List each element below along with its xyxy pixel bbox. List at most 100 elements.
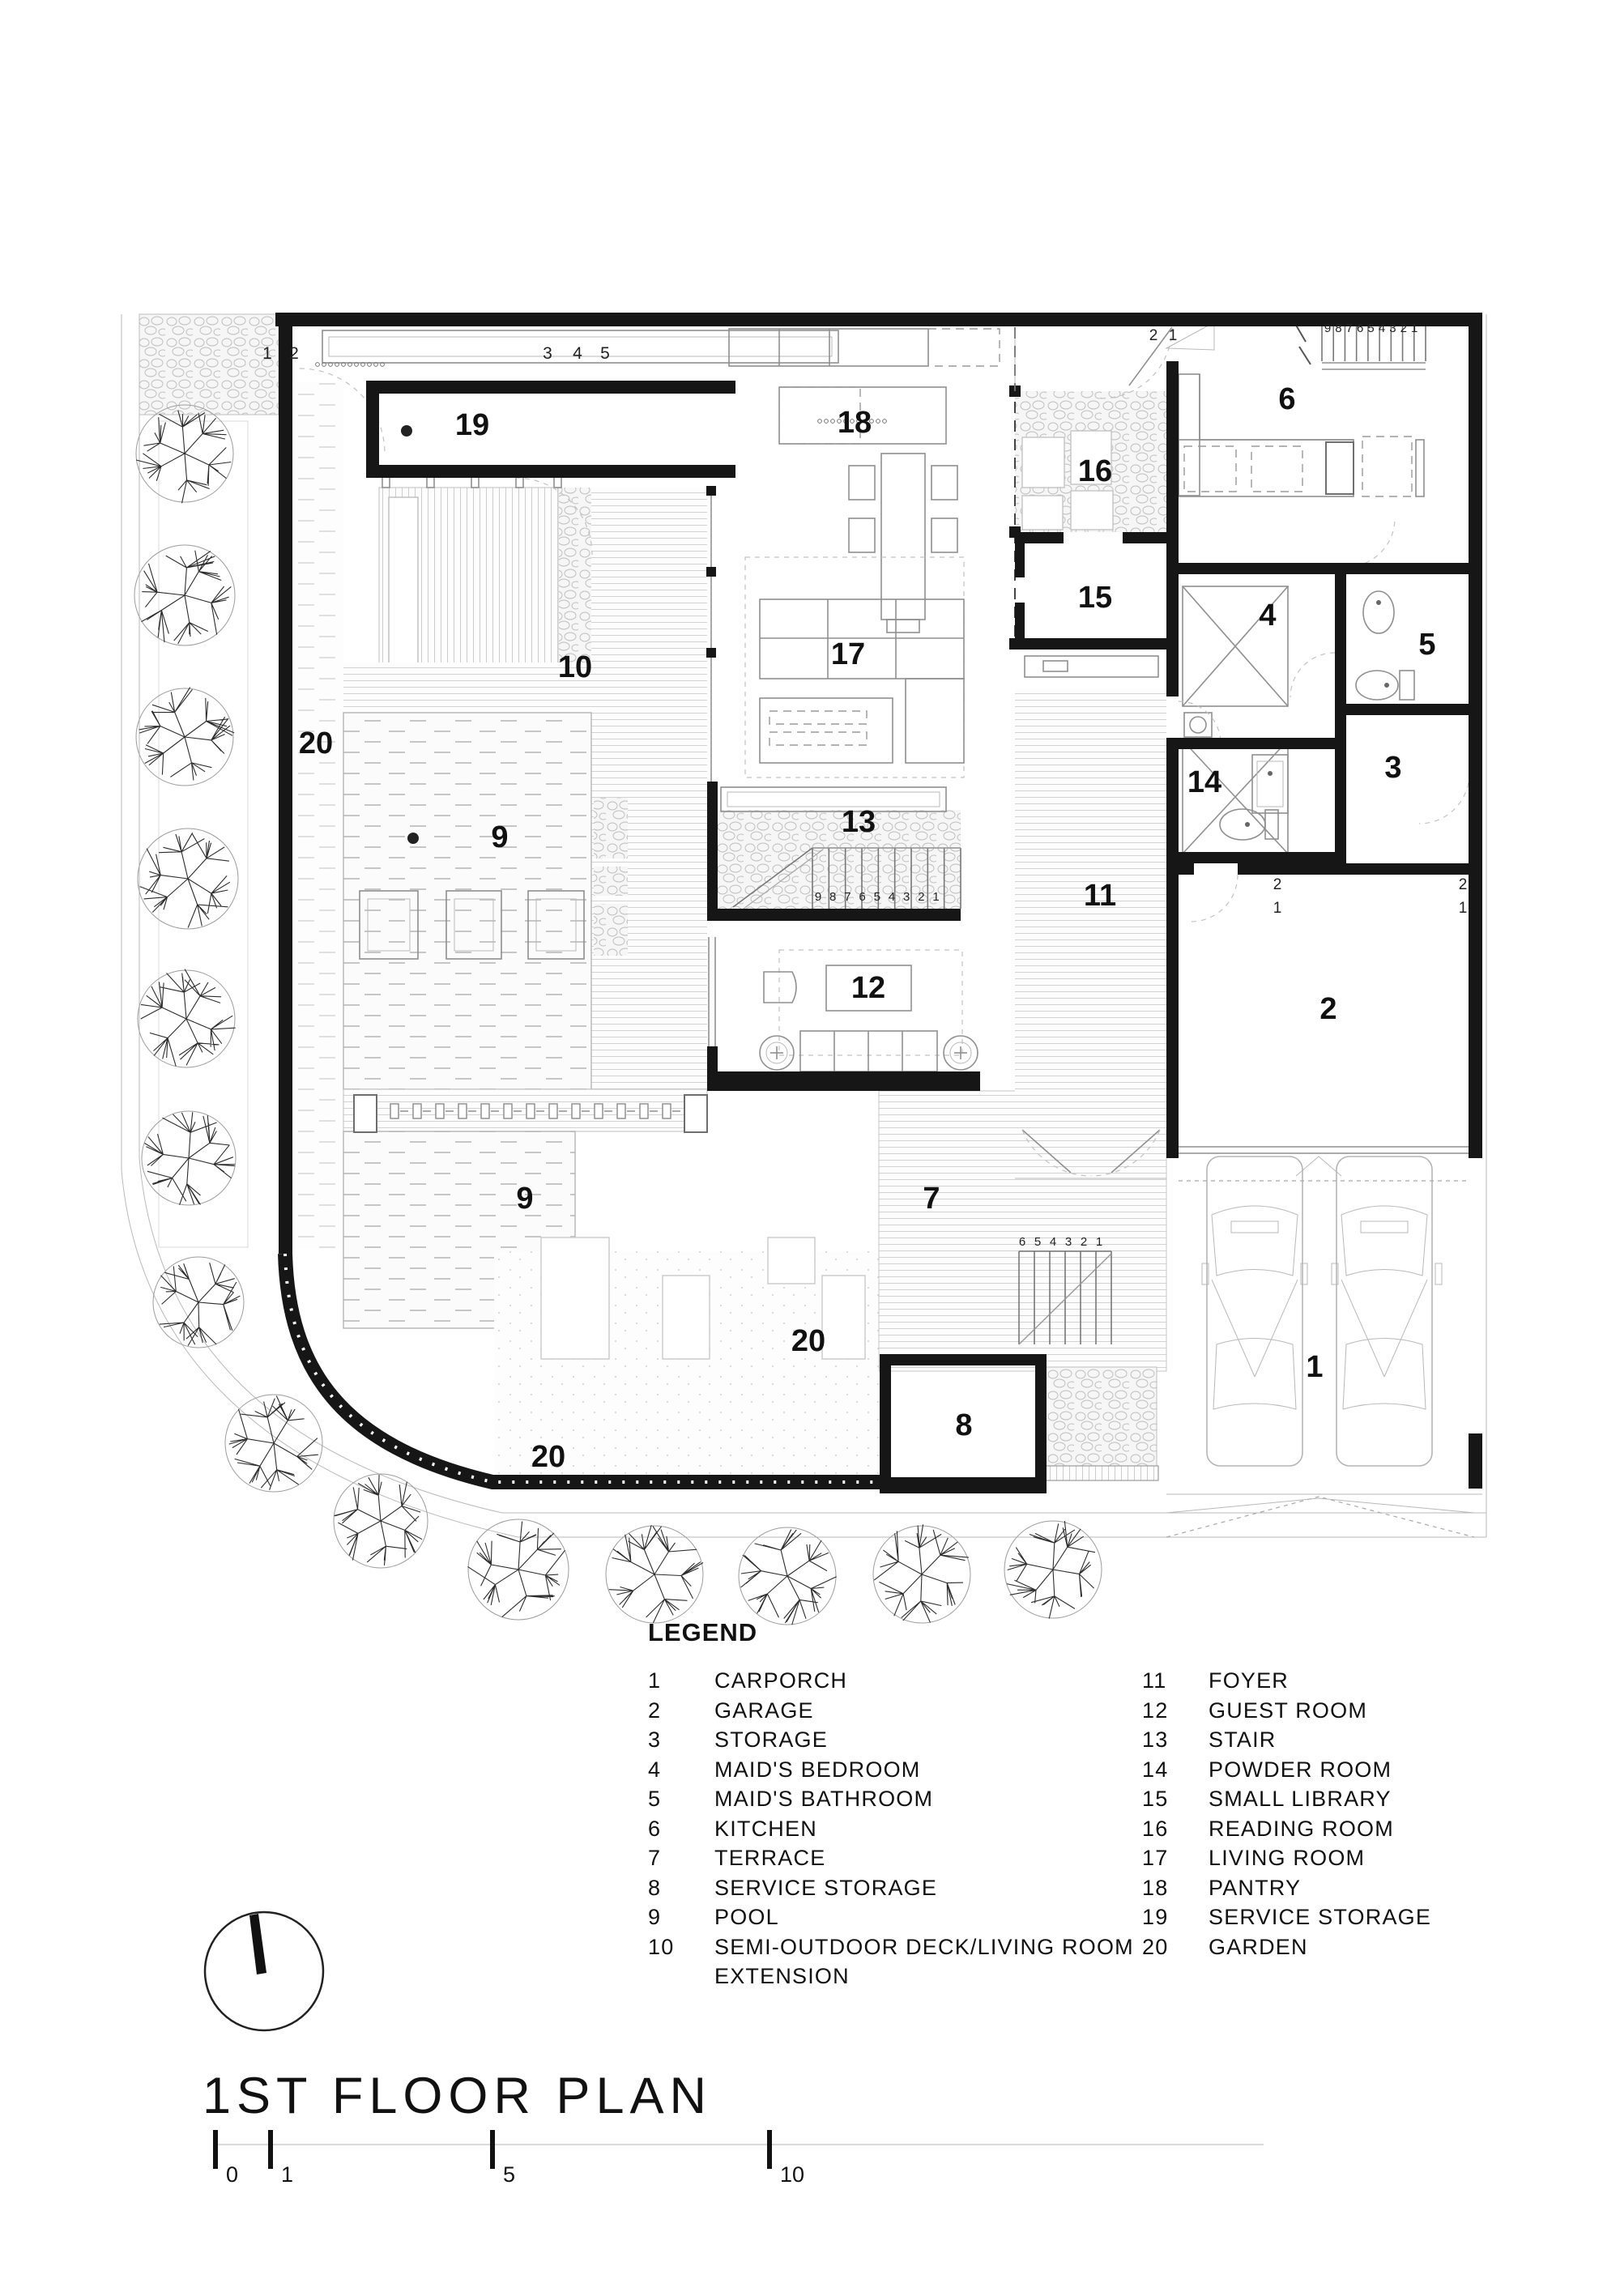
legend-item-number: 20 — [1142, 1934, 1169, 1959]
pantry-furniture — [728, 328, 1000, 633]
legend-item-number: 6 — [648, 1816, 662, 1841]
legend-item-label: SERVICE STORAGE — [1209, 1905, 1432, 1929]
tree-symbol — [467, 1519, 569, 1621]
trees — [134, 404, 1102, 1625]
grid-label: 5 — [600, 344, 610, 363]
stair-number: 6 — [859, 890, 865, 904]
legend-item-number: 11 — [1142, 1668, 1167, 1693]
legend-item-label: MAID'S BEDROOM — [714, 1757, 921, 1782]
room-label-17: 17 — [831, 637, 865, 671]
pool-planters — [359, 890, 585, 960]
legend-item-label: GARAGE — [714, 1698, 814, 1723]
legend-item-14: 14 POWDER ROOM — [1142, 1757, 1392, 1783]
legend-item-number: 5 — [648, 1787, 662, 1811]
north-indicator — [203, 1910, 325, 2032]
room-label-16: 16 — [1078, 454, 1112, 488]
door-tag: 1 — [1459, 900, 1468, 917]
walls — [275, 313, 1482, 1493]
room-label-12: 12 — [851, 971, 885, 1005]
tree-symbol — [605, 1524, 704, 1624]
tree-symbol — [141, 1110, 237, 1206]
stair-number: 4 — [1050, 1235, 1056, 1249]
door-tag: 2 — [1149, 327, 1158, 344]
room-label-20: 20 — [531, 1440, 565, 1474]
stair-number: 3 — [1389, 322, 1396, 335]
room-label-14: 14 — [1187, 765, 1221, 799]
stair-number: 3 — [903, 890, 910, 904]
scale-tick-label: 5 — [503, 2162, 515, 2187]
stair-number: 4 — [1379, 322, 1385, 335]
legend-item-label: KITCHEN — [714, 1816, 817, 1841]
legend-heading: LEGEND — [648, 1618, 758, 1646]
grid-label: 4 — [573, 344, 582, 363]
driveway-marks — [1166, 1146, 1482, 1538]
legend-item-number: 13 — [1142, 1727, 1169, 1752]
car-2 — [1331, 1156, 1443, 1467]
stair-number: 8 — [1335, 322, 1341, 335]
bathroom-fixtures — [1355, 590, 1415, 701]
legend-item-label: READING ROOM — [1209, 1816, 1394, 1841]
reading-room-cushions — [1021, 430, 1114, 530]
room-label-3: 3 — [1384, 751, 1401, 785]
scale-tick-label: 1 — [281, 2162, 293, 2187]
tree-symbol — [152, 1256, 245, 1348]
legend-item-label: MAID'S BATHROOM — [714, 1787, 934, 1811]
legend-item-label: LIVING ROOM — [1209, 1846, 1366, 1870]
door-tag: 2 — [1459, 876, 1468, 893]
legend-item-label: PANTRY — [1209, 1875, 1302, 1900]
stair-number: 5 — [1367, 322, 1374, 335]
stair-number: 9 — [1324, 322, 1331, 335]
legend-item-18: 18 PANTRY — [1142, 1876, 1301, 1901]
legend-item-number: 9 — [648, 1905, 662, 1929]
legend-item-number: 14 — [1142, 1757, 1169, 1782]
tree-symbol — [738, 1527, 837, 1625]
legend-item-label: CARPORCH — [714, 1668, 848, 1693]
stair-number: 2 — [1081, 1235, 1087, 1249]
stair-terrace — [1018, 1250, 1112, 1345]
scale-tick-label: 10 — [780, 2162, 804, 2187]
legend-item-label: GARDEN — [1209, 1934, 1308, 1959]
legend-item-label: STORAGE — [714, 1727, 828, 1752]
legend-item-number: 1 — [648, 1668, 662, 1693]
room-label-6: 6 — [1278, 382, 1295, 416]
grid-label: 2 — [289, 344, 299, 363]
room-label-7: 7 — [923, 1182, 940, 1216]
scale-tick — [268, 2130, 273, 2169]
tree-symbol — [135, 687, 235, 786]
stair-number: 2 — [918, 890, 924, 904]
legend-item-number: 16 — [1142, 1816, 1169, 1841]
stair-number: 8 — [829, 890, 836, 904]
stair-number: 6 — [1019, 1235, 1025, 1249]
stair-number: 5 — [1034, 1235, 1041, 1249]
tree-symbol — [134, 544, 236, 646]
legend-item-number: 18 — [1142, 1875, 1169, 1900]
room-label-5: 5 — [1418, 628, 1435, 662]
legend-item-number: 12 — [1142, 1698, 1169, 1723]
legend-item-number: 7 — [648, 1846, 662, 1870]
legend-item-label: POWDER ROOM — [1209, 1757, 1392, 1782]
legend-item-12: 12 GUEST ROOM — [1142, 1698, 1367, 1723]
legend-item-5: 5 MAID'S BATHROOM — [648, 1787, 933, 1812]
room-label-15: 15 — [1078, 581, 1112, 615]
legend-item-label: GUEST ROOM — [1209, 1698, 1368, 1723]
living-furniture — [720, 556, 965, 812]
stair-number: 1 — [1411, 322, 1418, 335]
room-label-2: 2 — [1319, 992, 1336, 1026]
sliding-track — [706, 486, 716, 1046]
legend-item-16: 16 READING ROOM — [1142, 1817, 1394, 1842]
stair-number: 3 — [1065, 1235, 1072, 1249]
furniture — [284, 322, 1482, 1538]
room-label-20: 20 — [791, 1324, 825, 1358]
